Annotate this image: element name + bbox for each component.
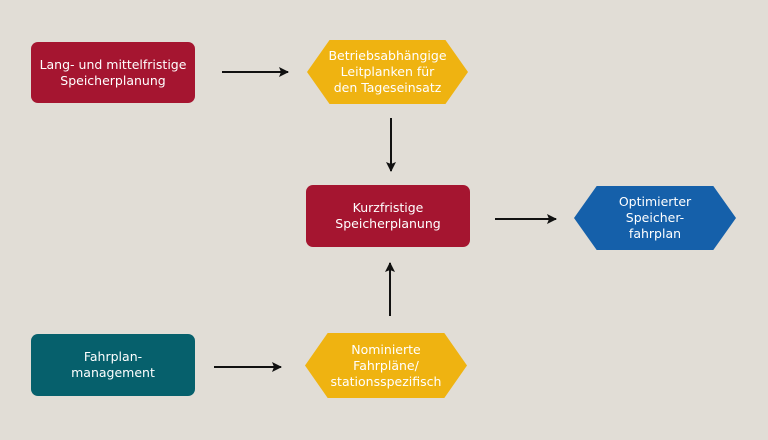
node-label: Lang- und mittelfristige Speicherplanung [39, 56, 187, 88]
node-operational-guidelines: Betriebsabhängige Leitplanken für den Ta… [307, 40, 468, 104]
node-schedule-management: Fahrplan- management [31, 334, 195, 396]
node-nominated-schedules: Nominierte Fahrpläne/ stationsspezifisch [305, 333, 467, 398]
node-optimized-schedule: Optimierter Speicher- fahrplan [574, 186, 736, 250]
node-label: Betriebsabhängige Leitplanken für den Ta… [328, 48, 447, 95]
node-short-term-planning: Kurzfristige Speicherplanung [306, 185, 470, 247]
node-label: Nominierte Fahrpläne/ stationsspezifisch [330, 341, 442, 389]
node-long-term-planning: Lang- und mittelfristige Speicherplanung [31, 42, 195, 103]
node-label: Fahrplan- management [71, 349, 155, 380]
node-label: Optimierter Speicher- fahrplan [618, 194, 692, 241]
node-label: Kurzfristige Speicherplanung [335, 200, 441, 231]
